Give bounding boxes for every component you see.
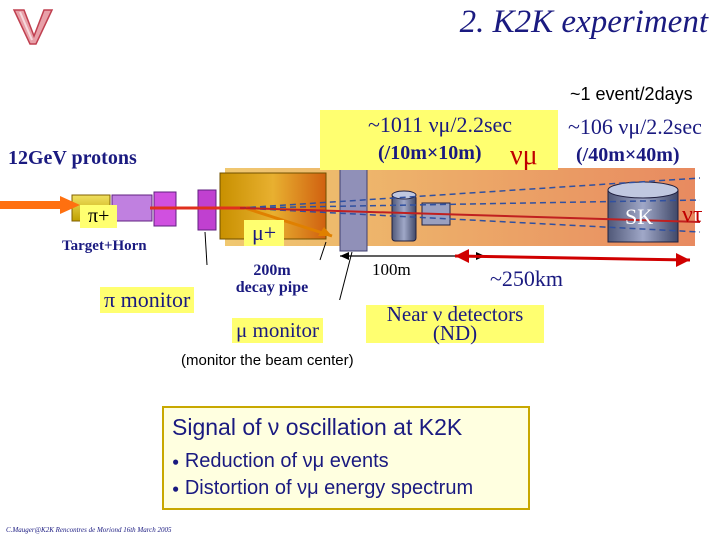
target-horn-label: Target+Horn — [62, 238, 147, 254]
signal-bullet-2: ● Distortion of νμ energy spectrum — [172, 477, 474, 499]
signal-panel: Signal of ν oscillation at K2K ● Reducti… — [162, 406, 530, 510]
slide-footer: C.Mauger@K2K Rencontres de Moriond 16th … — [6, 526, 172, 534]
nu-mu-label: νμ — [510, 140, 538, 171]
flux-highlight-band — [320, 110, 558, 170]
conference-logo — [12, 9, 54, 45]
protons-label: 12GeV protons — [8, 147, 137, 169]
near-detector-barrel — [391, 194, 417, 242]
far-rate-label: ~1 event/2days — [570, 84, 693, 104]
slide-title: 2. K2K experiment — [459, 4, 708, 40]
nu-tau-label: ντ — [682, 202, 703, 228]
horn-1 — [111, 194, 153, 222]
distance-far-label: ~250km — [490, 266, 564, 291]
far-area-label: (/40m×40m) — [576, 144, 680, 166]
near-area-label: (/10m×10m) — [378, 142, 482, 164]
far-flux-label: ~106 νμ/2.2sec — [568, 114, 702, 139]
pi-monitor-label: π monitor — [100, 287, 195, 313]
signal-heading: Signal of ν oscillation at K2K — [172, 414, 463, 440]
mu-monitor-label: μ monitor — [232, 318, 324, 343]
sk-label: SK — [625, 204, 654, 229]
near-detector-label: Near ν detectors (ND) — [366, 304, 544, 344]
monitor-note: (monitor the beam center) — [181, 352, 354, 369]
signal-bullet-1: ● Reduction of νμ events — [172, 450, 389, 472]
near-flux-label: ~1011 νμ/2.2sec — [368, 112, 513, 137]
beamline-diagram — [0, 146, 701, 300]
pion-label: π+ — [80, 205, 118, 228]
distance-100m-label: 100m — [372, 260, 411, 279]
decay-pipe-label: 200m decay pipe — [235, 262, 309, 296]
pi-monitor-block — [197, 189, 217, 231]
muon-label: μ+ — [244, 220, 285, 246]
